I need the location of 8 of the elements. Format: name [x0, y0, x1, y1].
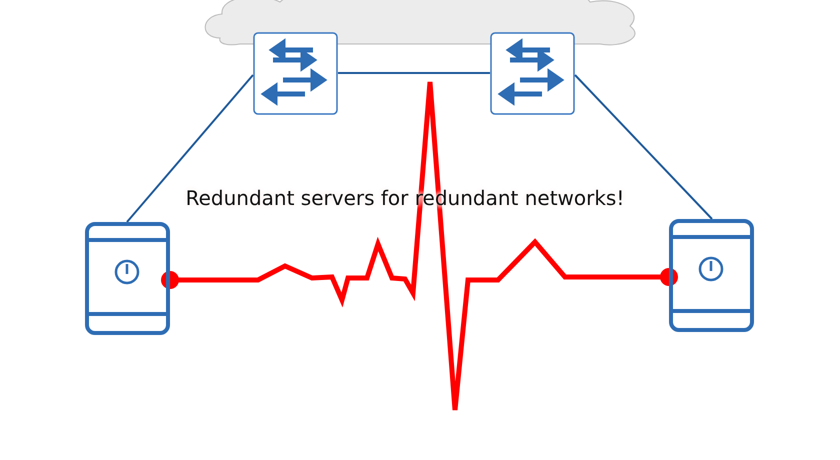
network-link-line [574, 74, 713, 220]
heartbeat-line [161, 80, 678, 412]
server-icon [85, 222, 170, 335]
server-icon [669, 219, 754, 332]
network-switch-icon [490, 32, 575, 115]
network-link-line [126, 74, 254, 223]
network-link-line [338, 72, 490, 74]
network-switch-icon [253, 32, 338, 115]
